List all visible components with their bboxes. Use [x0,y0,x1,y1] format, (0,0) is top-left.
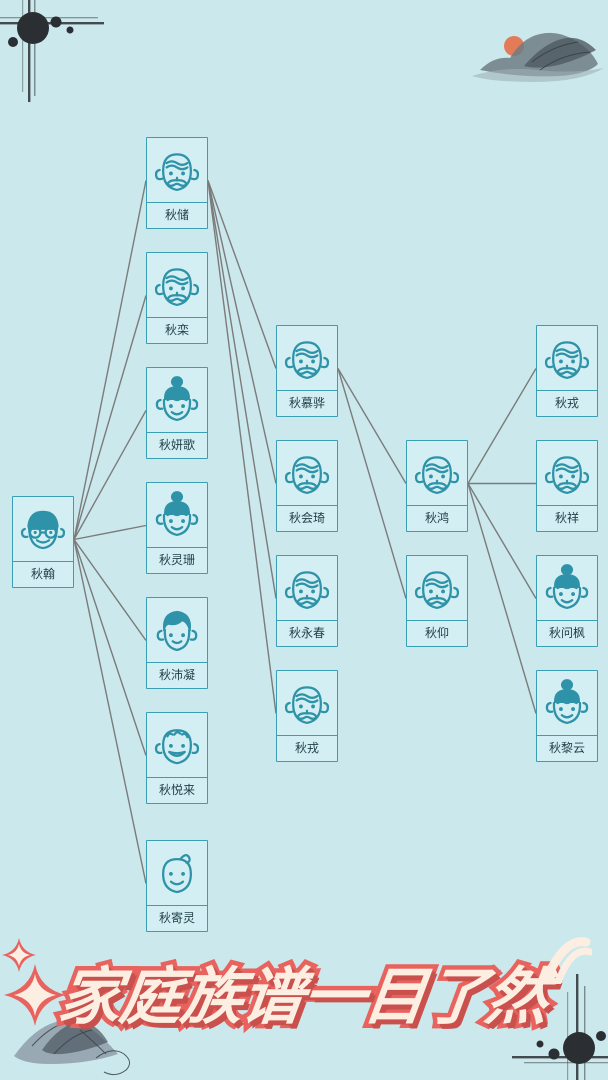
person-card[interactable]: 秋寄灵 [146,840,208,932]
avatar-baby-curl-icon [154,729,200,765]
person-name: 秋仰 [424,626,449,640]
person-card[interactable]: 秋戎 [536,325,598,417]
avatar-old-man-icon [284,341,330,380]
promo-banner-headline: 家庭族谱一目了然 [50,956,556,1038]
tree-edge [207,180,277,714]
person-name: 秋灵珊 [158,553,195,567]
tree-edge [73,524,147,541]
banner-swoosh-icon [541,937,592,984]
person-avatar [277,441,337,506]
person-name: 秋寄灵 [158,911,195,925]
person-avatar [147,138,207,203]
tree-edge [73,410,147,540]
person-name: 秋悦来 [158,783,195,797]
person-card[interactable]: 秋仰 [406,555,468,647]
person-name: 秋沛凝 [158,668,195,682]
person-name: 秋黎云 [548,741,585,755]
person-avatar [537,326,597,391]
person-avatar [147,841,207,906]
promo-banner: 家庭族谱一目了然 [0,937,608,1038]
person-card[interactable]: 秋翰 [12,496,74,588]
avatar-old-man-icon [414,571,460,610]
person-card[interactable]: 秋灵珊 [146,482,208,574]
tree-edge [207,180,277,369]
tree-edge [207,180,277,599]
avatar-man-glasses-icon [20,510,66,550]
tree-edge [467,483,537,714]
avatar-old-man-icon [284,686,330,725]
avatar-old-woman-bun-icon [155,376,199,422]
tree-edge [207,180,277,484]
person-avatar [407,441,467,506]
person-card[interactable]: 秋沛凝 [146,597,208,689]
tree-edge [73,180,147,540]
person-name: 秋妍歌 [158,438,195,452]
person-card[interactable]: 秋鸿 [406,440,468,532]
tree-edge [73,539,147,884]
person-avatar [537,556,597,621]
person-avatar [277,671,337,736]
person-name: 秋翰 [30,567,55,581]
person-avatar [13,497,73,562]
tree-edge [73,539,147,641]
person-avatar [277,326,337,391]
avatar-old-man-icon [414,456,460,495]
person-name: 秋戎 [554,396,579,410]
tree-edge [467,483,537,599]
person-card[interactable]: 秋黎云 [536,670,598,762]
person-name: 秋会琦 [288,511,325,525]
avatar-old-man-icon [154,153,200,192]
person-avatar [537,671,597,736]
avatar-young-woman-icon [156,610,198,652]
tree-edge [337,368,407,599]
person-card[interactable]: 秋问枫 [536,555,598,647]
tree-edge [73,539,147,756]
person-name: 秋戎 [294,741,319,755]
person-name: 秋栾 [164,323,189,337]
person-name: 秋祥 [554,511,579,525]
person-card[interactable]: 秋会琦 [276,440,338,532]
person-avatar [407,556,467,621]
person-name: 秋慕骅 [288,396,325,410]
person-name: 秋永春 [288,626,325,640]
avatar-old-woman-bun-icon [545,679,589,725]
person-name: 秋储 [164,208,189,222]
avatar-old-woman-bun-icon [545,564,589,610]
person-card[interactable]: 秋储 [146,137,208,229]
tree-edge [337,368,407,484]
person-avatar [147,713,207,778]
person-avatar [147,368,207,433]
avatar-old-man-icon [154,268,200,307]
avatar-old-man-icon [284,456,330,495]
avatar-old-man-icon [544,341,590,380]
person-card[interactable]: 秋祥 [536,440,598,532]
person-name: 秋鸿 [424,511,449,525]
person-avatar [277,556,337,621]
person-name: 秋问枫 [548,626,585,640]
person-avatar [147,483,207,548]
person-card[interactable]: 秋永春 [276,555,338,647]
person-avatar [147,598,207,663]
person-card[interactable]: 秋戎 [276,670,338,762]
person-avatar [537,441,597,506]
avatar-old-man-icon [284,571,330,610]
avatar-baby-plain-icon [162,854,192,894]
person-card[interactable]: 秋悦来 [146,712,208,804]
tree-edge [73,295,147,540]
person-card[interactable]: 秋栾 [146,252,208,344]
person-card[interactable]: 秋慕骅 [276,325,338,417]
person-avatar [147,253,207,318]
avatar-old-woman-bun-icon [155,491,199,537]
avatar-old-man-icon [544,456,590,495]
tree-edge [467,368,537,484]
person-card[interactable]: 秋妍歌 [146,367,208,459]
